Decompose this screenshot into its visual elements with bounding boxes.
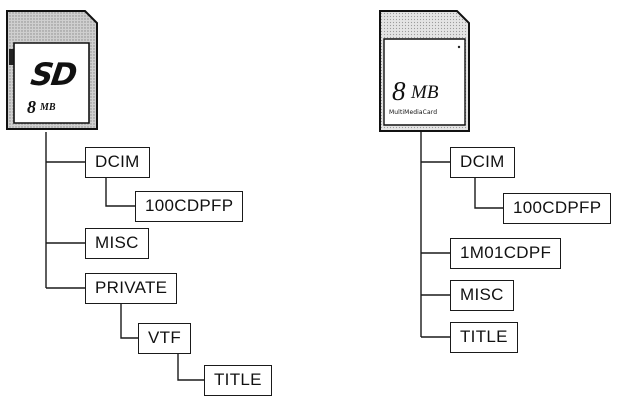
mmc-brand-label: MultiMediaCard	[389, 109, 438, 116]
mmc-folder-title: TITLE	[450, 322, 518, 353]
sd-vtf-line	[120, 304, 138, 339]
sd-folder-misc: MISC	[85, 228, 149, 259]
mmc-folder-misc: MISC	[450, 280, 514, 311]
sd-capacity-unit: MB	[40, 102, 56, 113]
mmc-folder-dcim: DCIM	[450, 147, 515, 178]
sd-card: SD 8 MB	[3, 9, 99, 133]
sd-folder-100cdpfp: 100CDPFP	[135, 191, 244, 222]
sd-folder-dcim: DCIM	[85, 147, 150, 178]
mmc-dcim-child-line	[474, 178, 503, 209]
mmc-folder-1m01cdpf: 1M01CDPF	[450, 238, 562, 269]
mmc-capacity-number: 8	[392, 76, 406, 106]
mmc-card: 8 MB MultiMediaCard	[377, 9, 471, 133]
sd-dcim-child-line	[105, 178, 135, 207]
sd-title-line	[177, 354, 204, 381]
sd-logo: SD	[28, 57, 78, 93]
sd-folder-title: TITLE	[204, 365, 272, 396]
mmc-folder-100cdpfp: 100CDPFP	[503, 193, 612, 224]
sd-capacity-number: 8	[27, 97, 36, 117]
sd-folder-vtf: VTF	[138, 323, 192, 354]
mmc-capacity-unit: MB	[411, 82, 439, 103]
sd-folder-private: PRIVATE	[85, 273, 178, 304]
